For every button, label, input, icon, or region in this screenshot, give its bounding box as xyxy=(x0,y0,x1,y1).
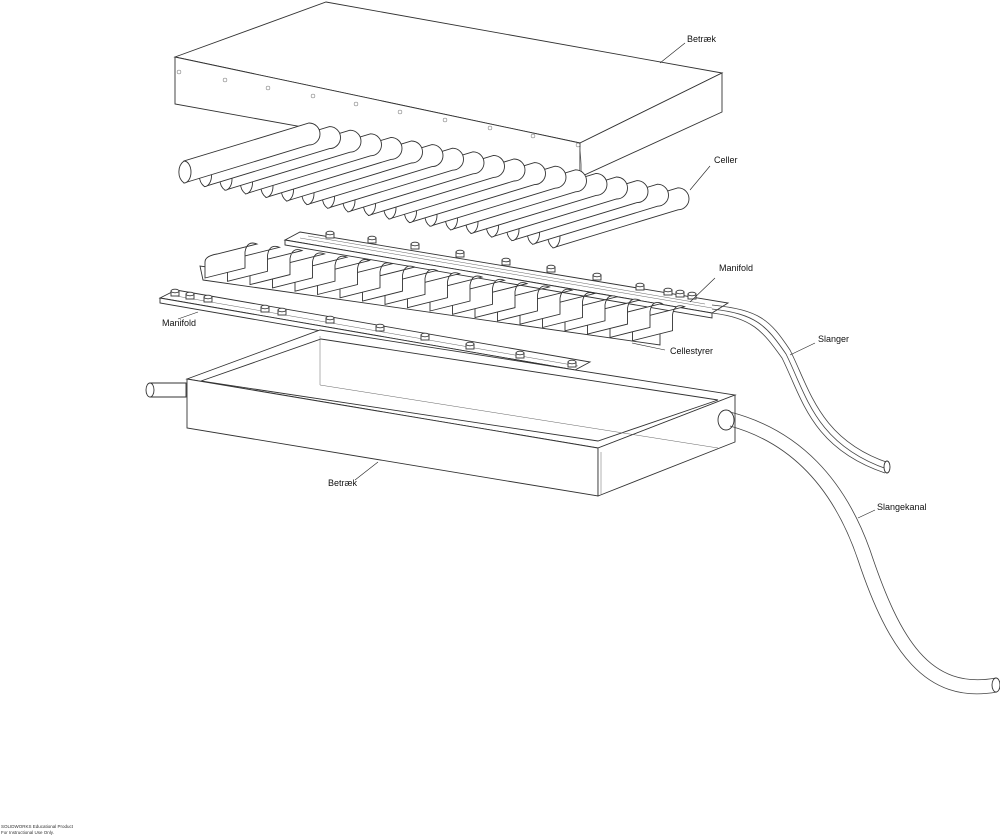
watermark-line-1: SOLIDWORKS Educational Product xyxy=(1,824,74,829)
fitting-top xyxy=(325,230,335,236)
fitting-top xyxy=(325,315,335,321)
fitting-top xyxy=(277,307,287,313)
cover-screw-holes xyxy=(176,69,581,148)
fitting-top xyxy=(367,235,377,241)
watermark-line-2: For Instructional Use Only. xyxy=(1,830,54,835)
fitting-top xyxy=(675,289,685,295)
fitting-top xyxy=(635,282,645,288)
fitting-top xyxy=(567,359,577,365)
label-cover-top: Betræk xyxy=(687,34,717,44)
fitting-top xyxy=(185,291,195,297)
cell-guides xyxy=(199,242,686,346)
fitting-top xyxy=(663,287,673,293)
fitting-top xyxy=(592,272,602,278)
label-cell-guides: Cellestyrer xyxy=(670,346,713,356)
fitting-top xyxy=(203,294,213,300)
label-hoses: Slanger xyxy=(818,334,849,344)
fitting-top xyxy=(515,350,525,356)
manifold-left-fittings xyxy=(170,288,577,368)
bottom-cover xyxy=(145,329,737,497)
label-manifold-left: Manifold xyxy=(162,318,196,328)
fitting-top xyxy=(410,241,420,247)
cell xyxy=(183,122,321,184)
cell-guide xyxy=(204,242,259,279)
top-cover xyxy=(173,1,724,178)
fitting-top xyxy=(420,332,430,338)
label-hose-channel: Slangekanal xyxy=(877,502,927,512)
fitting-top xyxy=(170,288,180,294)
fitting-top xyxy=(546,264,556,270)
fitting-top xyxy=(260,304,270,310)
hose-channel xyxy=(729,411,1000,695)
label-cells: Celler xyxy=(714,155,738,165)
fitting-top xyxy=(501,257,511,263)
fitting-top xyxy=(687,291,697,297)
fitting-top xyxy=(375,323,385,329)
manifold-right-fittings xyxy=(325,230,697,300)
hoses xyxy=(711,304,891,474)
cell-end xyxy=(178,160,192,184)
fitting-top xyxy=(465,341,475,347)
label-cover-bottom: Betræk xyxy=(328,478,358,488)
cells xyxy=(178,122,690,249)
fitting-top xyxy=(455,249,465,255)
label-manifold-right: Manifold xyxy=(719,263,753,273)
leader-lines xyxy=(177,42,876,519)
